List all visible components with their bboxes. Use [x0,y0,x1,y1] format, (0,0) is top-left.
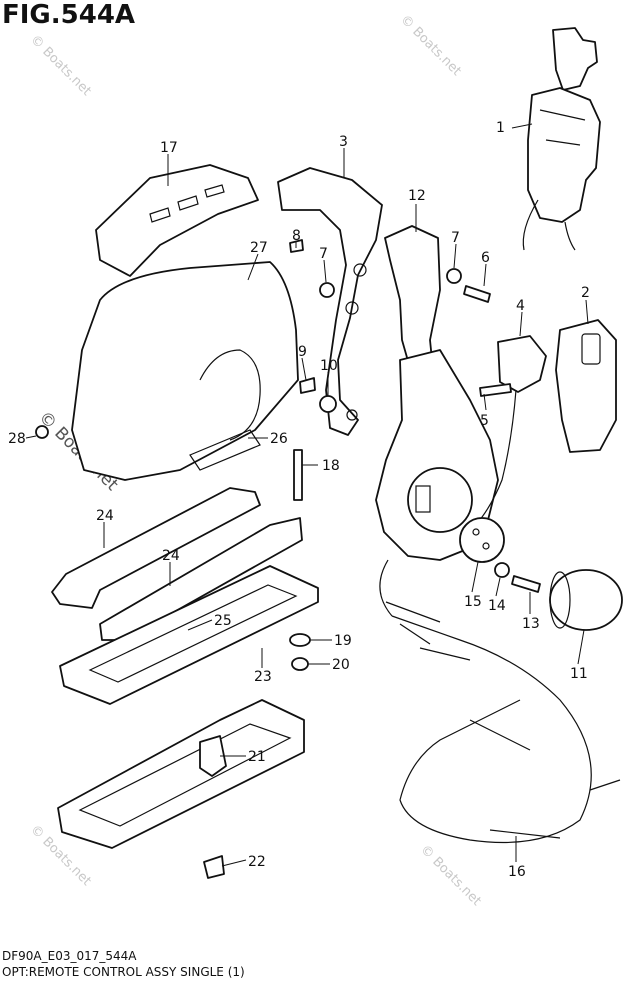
callout-21: 21 [248,749,266,765]
callout-19: 19 [334,633,352,649]
part-23-gasket [59,565,319,705]
part-11-cap [549,569,623,631]
callout-8: 8 [292,228,301,244]
part-17-top-cover [95,164,259,277]
callout-18: 18 [322,458,340,474]
callout-2: 2 [581,285,590,301]
part-15-plate [459,517,505,563]
callout-11: 11 [570,666,588,682]
part-3-lever-arm [277,167,383,436]
figure-title: FIG.544A [2,0,136,30]
watermark: © Boats.net [397,12,464,79]
callout-14: 14 [488,598,506,614]
callout-27: 27 [250,240,268,256]
part-24-brackets [51,487,303,641]
callout-23: 23 [254,669,272,685]
screw-parts [35,239,541,671]
callout-28: 28 [8,431,26,447]
callout-26: 26 [270,431,288,447]
callout-25: 25 [214,613,232,629]
leader-lines [25,123,589,867]
callout-7: 7 [319,246,328,262]
drawing-code: DF90A_E03_017_544A [2,949,137,963]
callout-1: 1 [496,120,505,136]
callout-24: 24 [162,548,180,564]
base-frame [57,699,305,879]
watermark: © Boats.net [27,32,94,99]
callout-22: 22 [248,854,266,870]
figure-caption: OPT:REMOTE CONTROL ASSY SINGLE (1) [2,965,245,979]
callout-20: 20 [332,657,350,673]
callout-labels: 1 2 3 4 5 6 7 7 8 9 10 11 12 13 14 15 16… [8,120,590,880]
callout-15: 15 [464,594,482,610]
lever-body [375,349,499,561]
callout-9: 9 [298,344,307,360]
part-16-wire-harness [379,559,621,844]
watermark: © Boats.net [417,842,484,909]
callout-7: 7 [451,230,460,246]
part-27-control-housing [71,261,299,481]
callout-24: 24 [96,508,114,524]
part-1-remote-control-assembly [522,27,601,251]
callout-4: 4 [516,298,525,314]
callout-17: 17 [160,140,178,156]
callout-10: 10 [320,358,338,374]
callout-6: 6 [481,250,490,266]
callout-3: 3 [339,134,348,150]
callout-12: 12 [408,188,426,204]
part-2-handle-grip [555,319,617,453]
callout-13: 13 [522,616,540,632]
part-12-shift-arm [384,225,441,369]
callout-5: 5 [480,413,489,429]
callout-16: 16 [508,864,526,880]
